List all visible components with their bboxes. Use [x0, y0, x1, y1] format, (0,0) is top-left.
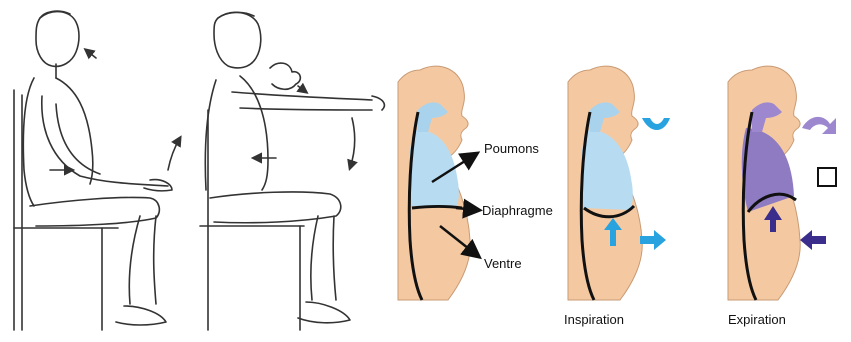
anatomy-inspiration: Inspiration — [564, 66, 670, 327]
airflow-out-icon — [802, 117, 836, 134]
label-poumons: Poumons — [484, 141, 539, 156]
sketch-seated-arm-raise — [200, 12, 384, 330]
belly-in-arrow-icon — [800, 230, 826, 250]
anatomy-labeled: Poumons Diaphragme Ventre — [398, 66, 553, 300]
label-expiration: Expiration — [728, 312, 786, 327]
anatomy-expiration: Expiration — [728, 66, 836, 327]
sketch-seated-breathing — [14, 11, 180, 330]
belly-out-arrow-icon — [640, 230, 666, 250]
airflow-in-icon — [642, 118, 670, 130]
label-ventre: Ventre — [484, 256, 522, 271]
checkbox-icon[interactable] — [817, 167, 837, 187]
diaphragm-line — [412, 207, 462, 209]
label-inspiration: Inspiration — [564, 312, 624, 327]
label-diaphragme: Diaphragme — [482, 203, 553, 218]
